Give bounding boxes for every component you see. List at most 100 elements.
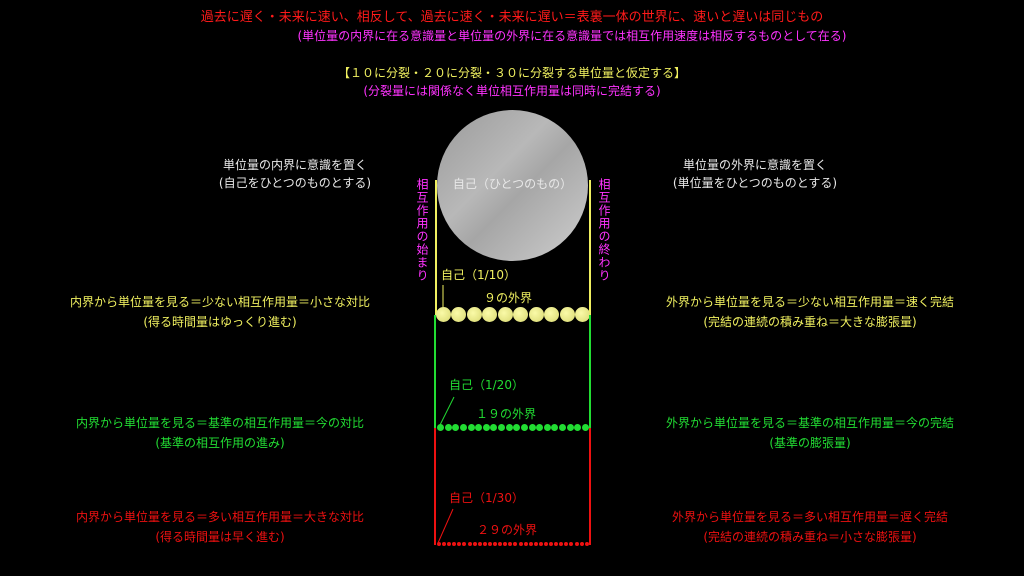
self-1-30-label: 自己（1/30）: [449, 491, 524, 505]
green-left-line1: 内界から単位量を見る＝基準の相互作用量＝今の対比: [75, 416, 364, 430]
red-dots-row: [437, 542, 589, 546]
yellow-right-description: 外界から単位量を見る＝少ない相互作用量＝速く完結 (完結の連続の積み重ね＝大きな…: [620, 294, 1000, 330]
red-left-description: 内界から単位量を見る＝多い相互作用量＝大きな対比 (得る時間量は早く進む): [30, 509, 410, 545]
green-dot: [452, 424, 460, 431]
right-heading-line1: 単位量の外界に意識を置く: [682, 158, 827, 172]
red-dot: [579, 542, 584, 546]
main-title: 過去に遅く・未来に速い、相反して、過去に速く・未来に遅い＝表裏一体の世界に、速い…: [200, 10, 824, 25]
green-right-line1: 外界から単位量を見る＝基準の相互作用量＝今の完結: [665, 416, 954, 430]
left-heading-line2: (自己をひとつのものとする): [218, 176, 372, 190]
red-dot: [523, 542, 528, 546]
red-dot: [442, 542, 447, 546]
yellow-ball: [559, 307, 575, 322]
red-dot: [574, 542, 579, 546]
yellow-ball: [528, 307, 544, 322]
green-left-description: 内界から単位量を見る＝基準の相互作用量＝今の対比 (基準の相互作用の進み): [30, 415, 410, 451]
green-right-line2: (基準の膨張量): [769, 436, 851, 450]
green-dot: [505, 424, 513, 431]
right-heading: 単位量の外界に意識を置く (単位量をひとつのものとする): [625, 157, 885, 191]
left-heading: 単位量の内界に意識を置く (自己をひとつのものとする): [170, 157, 420, 191]
red-dot: [508, 542, 513, 546]
red-left-line1: 内界から単位量を見る＝多い相互作用量＝大きな対比: [75, 510, 364, 524]
green-dot: [520, 424, 528, 431]
yellow-left-line: [435, 180, 437, 315]
red-right-line2: (完結の連続の積み重ね＝小さな膨張量): [703, 530, 917, 544]
green-dot: [459, 424, 467, 431]
red-dot: [437, 542, 441, 546]
outer-19-label: １９の外界: [476, 407, 537, 421]
red-dot: [513, 542, 518, 546]
green-right-description: 外界から単位量を見る＝基準の相互作用量＝今の完結 (基準の膨張量): [620, 415, 1000, 451]
red-dot: [452, 542, 457, 546]
self-circle-label: 自己（ひとつのもの）: [452, 177, 573, 191]
yellow-right-line1: 外界から単位量を見る＝少ない相互作用量＝速く完結: [665, 295, 954, 309]
interaction-start-label: 相互作用の始まり: [415, 178, 429, 282]
red-dot: [467, 542, 472, 546]
yellow-ball: [574, 307, 590, 322]
green-dot: [551, 424, 559, 431]
red-left-line2: (得る時間量は早く進む): [155, 530, 285, 544]
green-dot: [482, 424, 490, 431]
red-dot: [487, 542, 492, 546]
red-dot: [482, 542, 487, 546]
right-heading-line2: (単位量をひとつのものとする): [672, 176, 838, 190]
yellow-left-description: 内界から単位量を見る＝少ない相互作用量＝小さな対比 (得る時間量はゆっくり進む): [30, 294, 410, 330]
green-dot: [536, 424, 544, 431]
green-dot: [559, 424, 566, 431]
green-left-line2: (基準の相互作用の進み): [155, 436, 285, 450]
green-dot: [475, 424, 483, 431]
green-dot: [581, 424, 589, 431]
red-dot: [533, 542, 538, 546]
assumption-heading: 【１０に分裂・２０に分裂・３０に分裂する単位量と仮定する】: [337, 66, 686, 80]
green-dot: [566, 424, 574, 431]
self-1-20-label: 自己（1/20）: [449, 378, 524, 392]
outer-29-label: ２９の外界: [477, 523, 538, 537]
red-dot: [528, 542, 533, 546]
assumption-note: (分裂量には関係なく単位相互作用量は同時に完結する): [363, 84, 661, 98]
red-dot: [538, 542, 543, 546]
red-dot: [462, 542, 467, 546]
green-dot: [467, 424, 475, 431]
outer-9-label: ９の外界: [484, 291, 533, 305]
yellow-ball: [513, 307, 529, 322]
red-dot: [472, 542, 477, 546]
main-subtitle: (単位量の内界に在る意識量と単位量の外界に在る意識量では相互作用速度は相反するも…: [297, 29, 847, 43]
self-1-30-pointer: [437, 508, 454, 544]
green-dots-row: [437, 424, 589, 431]
red-dot: [584, 542, 589, 546]
green-right-line: [589, 315, 591, 428]
red-dot: [569, 542, 574, 546]
red-dot: [549, 542, 554, 546]
red-right-description: 外界から単位量を見る＝多い相互作用量＝遅く完結 (完結の連続の積み重ね＝小さな膨…: [620, 509, 1000, 545]
green-dot: [528, 424, 536, 431]
red-dot: [493, 542, 498, 546]
yellow-left-line2: (得る時間量はゆっくり進む): [143, 315, 297, 329]
left-heading-line1: 単位量の内界に意識を置く: [222, 158, 367, 172]
green-dot: [444, 424, 452, 431]
green-dot: [574, 424, 582, 431]
green-dot: [490, 424, 498, 431]
red-left-line: [434, 428, 436, 545]
yellow-left-line1: 内界から単位量を見る＝少ない相互作用量＝小さな対比: [69, 295, 370, 309]
red-right-line1: 外界から単位量を見る＝多い相互作用量＝遅く完結: [671, 510, 948, 524]
green-dot: [498, 424, 505, 431]
red-dot: [564, 542, 569, 546]
red-dot: [559, 542, 564, 546]
yellow-ball: [482, 307, 498, 322]
red-dot: [457, 542, 462, 546]
red-dot: [477, 542, 482, 546]
red-dot: [498, 542, 503, 546]
red-dot: [518, 542, 523, 546]
red-right-line: [589, 428, 591, 545]
yellow-ball: [466, 307, 482, 322]
yellow-ball: [497, 307, 513, 322]
red-dot: [543, 542, 548, 546]
yellow-ball: [544, 307, 560, 322]
red-dot: [554, 542, 559, 546]
red-dot: [447, 542, 452, 546]
yellow-ball: [436, 307, 451, 322]
yellow-ball: [451, 307, 467, 322]
yellow-right-line2: (完結の連続の積み重ね＝大きな膨張量): [703, 315, 917, 329]
yellow-balls-row: [436, 307, 590, 322]
green-dot: [437, 424, 444, 431]
